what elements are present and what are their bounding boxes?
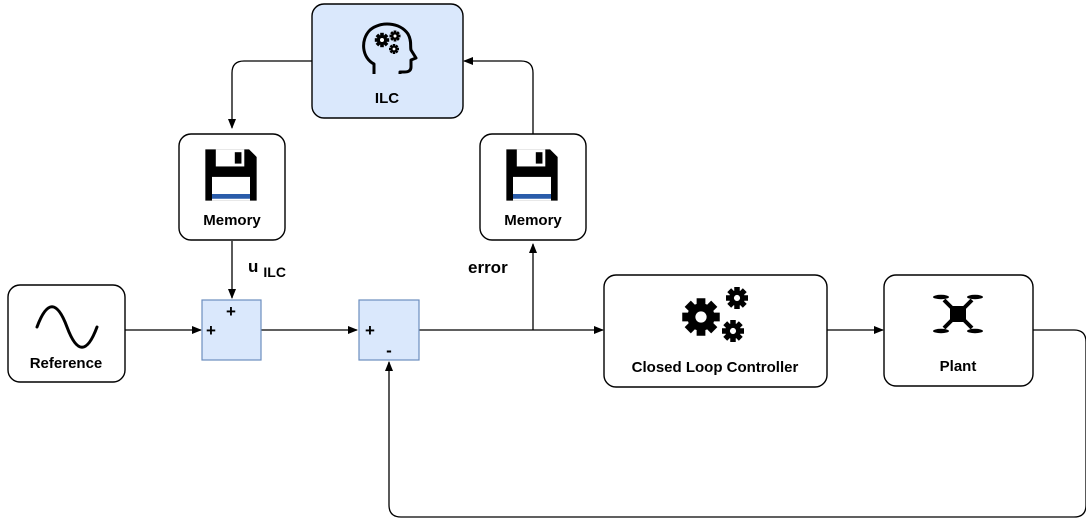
reference-block: Reference [7, 284, 126, 383]
plant-label: Plant [940, 358, 977, 375]
sine-wave-icon [35, 305, 99, 349]
quadcopter-icon [933, 294, 983, 334]
error-label: error [468, 258, 508, 277]
wire-ilc-to-memory-left [228, 60, 312, 129]
ilc-label: ILC [375, 90, 399, 107]
memory-left-label: Memory [203, 212, 261, 229]
controller-block: Closed Loop Controller [603, 274, 828, 388]
sum2-bottom-sign: - [386, 341, 392, 360]
floppy-disk-icon [205, 149, 257, 201]
plant-block: Plant [883, 274, 1034, 387]
head-gears-icon [362, 22, 418, 74]
u-ilc-subscript: ILC [263, 264, 286, 280]
wire-feedback [385, 329, 1086, 518]
u-ilc-label: u ILC [248, 257, 286, 280]
sum2-left-sign: + [365, 321, 375, 340]
u-ilc-main: u [248, 257, 258, 276]
memory-left-block: Memory [178, 133, 286, 241]
reference-label: Reference [30, 355, 103, 372]
sum-junction-1: + + [201, 299, 262, 361]
sum-junction-2: + - [358, 299, 420, 361]
memory-right-label: Memory [504, 212, 562, 229]
floppy-disk-icon [506, 149, 558, 201]
ilc-block: ILC [311, 3, 464, 119]
controller-label: Closed Loop Controller [632, 359, 799, 376]
wires [125, 57, 1086, 518]
sum1-top-sign: + [226, 302, 236, 321]
wire-memory-right-to-ilc [463, 57, 534, 134]
sum1-left-sign: + [206, 321, 216, 340]
memory-right-block: Memory [479, 133, 587, 241]
